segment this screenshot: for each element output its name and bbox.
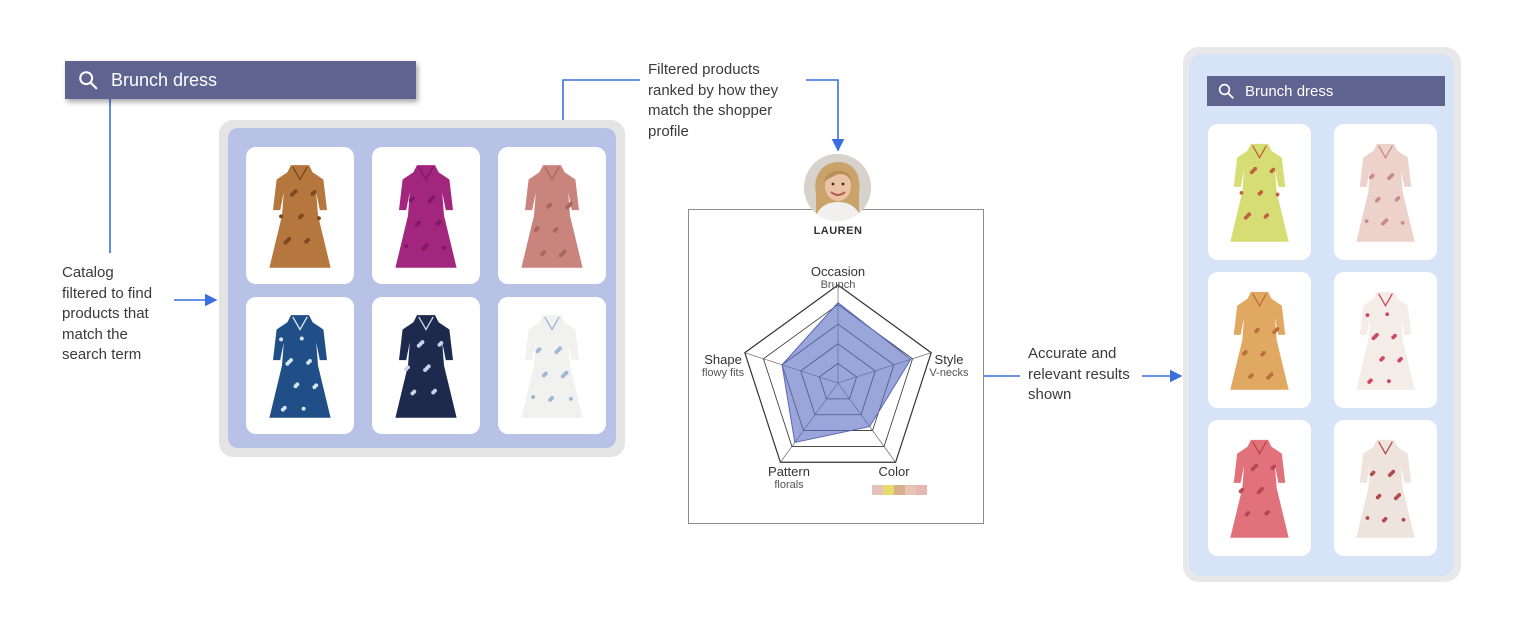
- note-line: Filtered products: [648, 61, 760, 78]
- catalog-item-magenta-wrap-dress[interactable]: [372, 147, 480, 284]
- note-line: Catalog: [62, 264, 114, 281]
- axis-value: Brunch: [820, 279, 856, 291]
- results-note: Accurate and relevant results shown: [1028, 344, 1130, 406]
- note-line: search term: [62, 346, 142, 363]
- search-query: Brunch dress: [1245, 82, 1334, 100]
- axis-occasion: Occasion Brunch: [800, 264, 876, 291]
- dress-image: [269, 165, 331, 268]
- axis-value: florals: [774, 479, 804, 491]
- dress-image: [1356, 143, 1415, 242]
- color-swatch: [894, 485, 905, 495]
- dress-image: [1356, 291, 1415, 390]
- note-line: shown: [1028, 386, 1072, 403]
- note-line: match the shopper: [648, 102, 773, 119]
- color-swatch: [872, 485, 883, 495]
- axis-title: Style: [934, 352, 964, 367]
- radar-score-area: [781, 301, 912, 444]
- result-item-yellow-green-tiered-vneck-dress[interactable]: [1208, 124, 1311, 260]
- color-swatch: [905, 485, 916, 495]
- axis-value: flowy fits: [701, 367, 745, 379]
- axis-value: V-necks: [929, 367, 969, 379]
- result-item-orange-floral-halter-dress[interactable]: [1208, 272, 1311, 408]
- catalog-item-pink-skater-dress[interactable]: [498, 147, 606, 284]
- axis-title: Color: [878, 464, 910, 479]
- dress-image: [1356, 439, 1415, 538]
- dress-image: [521, 165, 583, 268]
- note-line: profile: [648, 122, 689, 140]
- radar-grid-ring: [762, 304, 914, 447]
- axis-title: Occasion: [810, 264, 866, 279]
- catalog-filter-note: Catalog filtered to find products that m…: [62, 263, 152, 366]
- result-item-coral-tiered-dress[interactable]: [1208, 420, 1311, 556]
- axis-title: Shape: [704, 352, 742, 367]
- axis-title: Pattern: [768, 464, 810, 479]
- search-query: Brunch dress: [111, 69, 218, 90]
- ranked-to-profile-arrow: [806, 79, 845, 152]
- color-swatch: [916, 485, 927, 495]
- catalog-item-white-floral-maxi-dress[interactable]: [498, 297, 606, 434]
- note-line: ranked by how they: [648, 81, 779, 99]
- note-line: products that: [62, 305, 149, 322]
- shopper-name: LAUREN: [813, 225, 863, 237]
- note-line: match the: [62, 325, 128, 343]
- dress-image: [395, 315, 457, 418]
- color-swatch: [883, 485, 894, 495]
- note-line: Accurate and: [1028, 345, 1117, 362]
- dress-image: [1230, 439, 1289, 538]
- results-search-bar[interactable]: Brunch dress: [1207, 76, 1445, 106]
- note-line: filtered to find: [62, 284, 153, 302]
- catalog-item-navy-dot-midi-dress[interactable]: [372, 297, 480, 434]
- axis-style: Style V-necks: [924, 352, 974, 379]
- dress-image: [1230, 143, 1289, 242]
- result-item-cream-floral-tshirt-dress[interactable]: [1334, 420, 1437, 556]
- preference-radar-chart: [744, 284, 932, 463]
- catalog-item-brown-floral-smocked-dress[interactable]: [246, 147, 354, 284]
- dress-image: [521, 315, 583, 418]
- dress-image: [395, 165, 457, 268]
- catalog-to-ranked-line: [562, 79, 640, 120]
- result-item-blush-floral-vneck-dress[interactable]: [1334, 124, 1437, 260]
- catalog-item-blue-floral-shirt-dress[interactable]: [246, 297, 354, 434]
- axis-color: Color: [866, 464, 922, 479]
- catalog-search-bar[interactable]: Brunch dress: [65, 61, 416, 99]
- search-icon: [1218, 83, 1234, 99]
- dress-image: [269, 315, 331, 418]
- axis-pattern: Pattern florals: [758, 464, 820, 491]
- axis-shape: Shape flowy fits: [694, 352, 752, 379]
- result-item-white-abstract-print-dress[interactable]: [1334, 272, 1437, 408]
- dress-image: [1230, 291, 1289, 390]
- shopper-avatar: [804, 154, 871, 221]
- radar-grid-ring: [744, 284, 932, 463]
- search-icon: [79, 71, 98, 90]
- ranking-note: Filtered products ranked by how they mat…: [648, 60, 778, 142]
- note-line: relevant results: [1028, 365, 1130, 383]
